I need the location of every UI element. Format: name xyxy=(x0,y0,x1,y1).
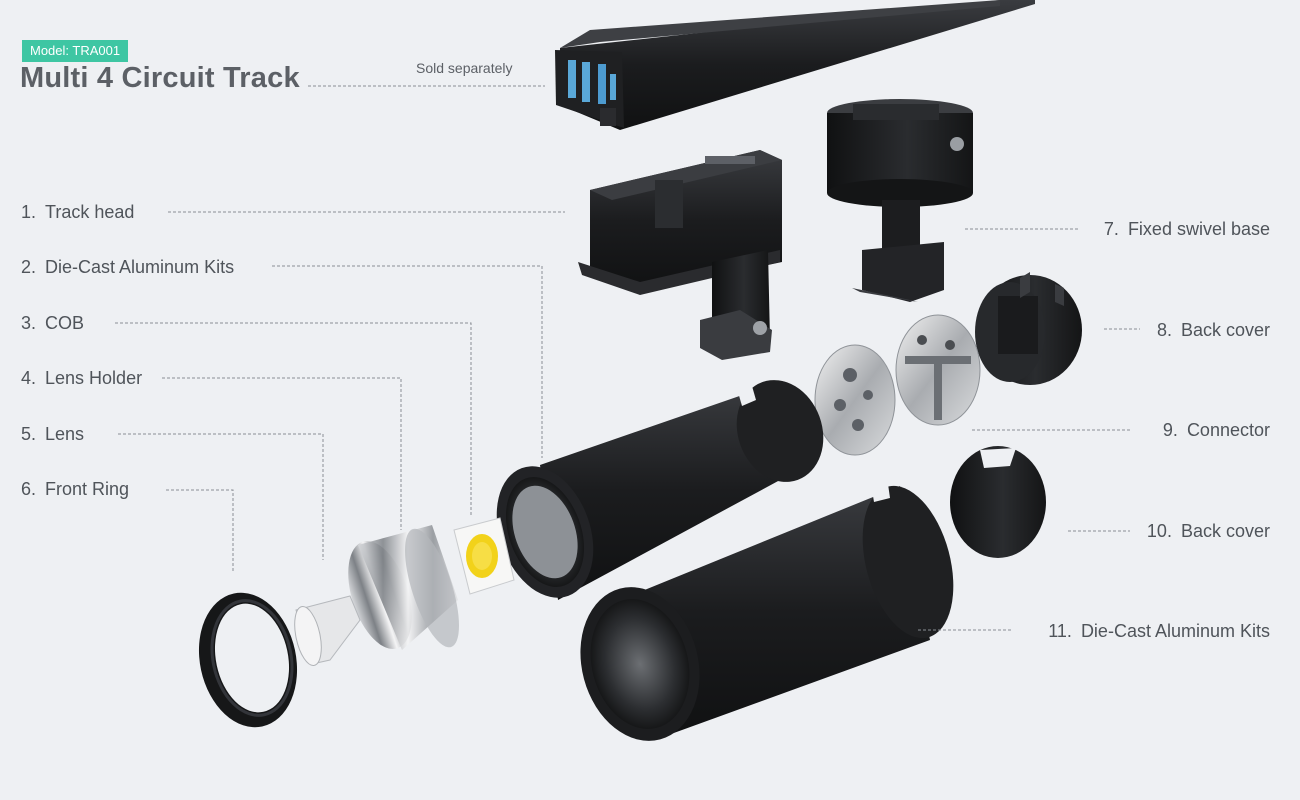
front-ring-illustration xyxy=(198,592,298,728)
part-name: Back cover xyxy=(1180,521,1270,541)
part-label-4: 4. Lens Holder xyxy=(21,367,142,389)
part-name: Connector xyxy=(1186,420,1270,440)
part-label-8: 8. Back cover xyxy=(1157,319,1270,341)
part-label-9: 9. Connector xyxy=(1163,419,1270,441)
part-label-6: 6. Front Ring xyxy=(21,478,129,500)
die-cast-body-11-illustration xyxy=(580,484,954,741)
part-label-3: 3. COB xyxy=(21,312,84,334)
part-name: Die-Cast Aluminum Kits xyxy=(1080,621,1270,641)
leader-2 xyxy=(272,265,543,458)
part-number: 9. xyxy=(1162,420,1178,440)
track-head-illustration xyxy=(578,150,782,360)
part-name: Lens Holder xyxy=(45,368,143,388)
leader-4 xyxy=(162,377,402,530)
part-number: 7. xyxy=(1103,219,1119,239)
track-rail-illustration xyxy=(555,0,1035,130)
part-name: Track head xyxy=(45,202,135,222)
swivel-base-illustration xyxy=(827,99,973,302)
part-number: 1. xyxy=(21,202,37,222)
lens-illustration xyxy=(294,595,361,666)
cob-illustration xyxy=(453,517,515,595)
part-name: COB xyxy=(45,313,85,333)
part-label-10: 10. Back cover xyxy=(1147,520,1270,542)
part-number: 4. xyxy=(21,368,37,388)
lens-holder-illustration xyxy=(348,525,459,650)
part-number: 2. xyxy=(21,257,37,277)
part-label-11: 11. Die-Cast Aluminum Kits xyxy=(1048,620,1270,642)
connector-plates-illustration xyxy=(814,314,981,456)
leader-5 xyxy=(118,433,324,560)
part-number: 11. xyxy=(1048,621,1072,641)
part-name: Back cover xyxy=(1180,320,1270,340)
part-name: Fixed swivel base xyxy=(1127,219,1270,239)
part-number: 8. xyxy=(1156,320,1172,340)
part-name: Front Ring xyxy=(45,479,130,499)
die-cast-body-2-illustration xyxy=(496,380,824,600)
leader-lines xyxy=(115,85,1140,631)
part-label-2: 2. Die-Cast Aluminum Kits xyxy=(21,256,234,278)
part-name: Die-Cast Aluminum Kits xyxy=(45,257,235,277)
back-cover-10-illustration xyxy=(950,446,1046,558)
track-note: Sold separately xyxy=(416,60,513,76)
part-label-7: 7. Fixed swivel base xyxy=(1104,218,1270,240)
part-number: 10. xyxy=(1146,521,1172,541)
leader-3 xyxy=(115,322,472,515)
back-cover-8-illustration xyxy=(975,272,1082,385)
model-badge: Model: TRA001 xyxy=(22,40,129,62)
product-title: Multi 4 Circuit Track xyxy=(20,62,300,94)
leader-6 xyxy=(166,489,234,572)
part-label-1: 1. Track head xyxy=(21,201,134,223)
part-label-5: 5. Lens xyxy=(21,423,84,445)
part-number: 5. xyxy=(21,424,37,444)
part-name: Lens xyxy=(45,424,85,444)
part-number: 6. xyxy=(21,479,37,499)
part-number: 3. xyxy=(21,313,37,333)
